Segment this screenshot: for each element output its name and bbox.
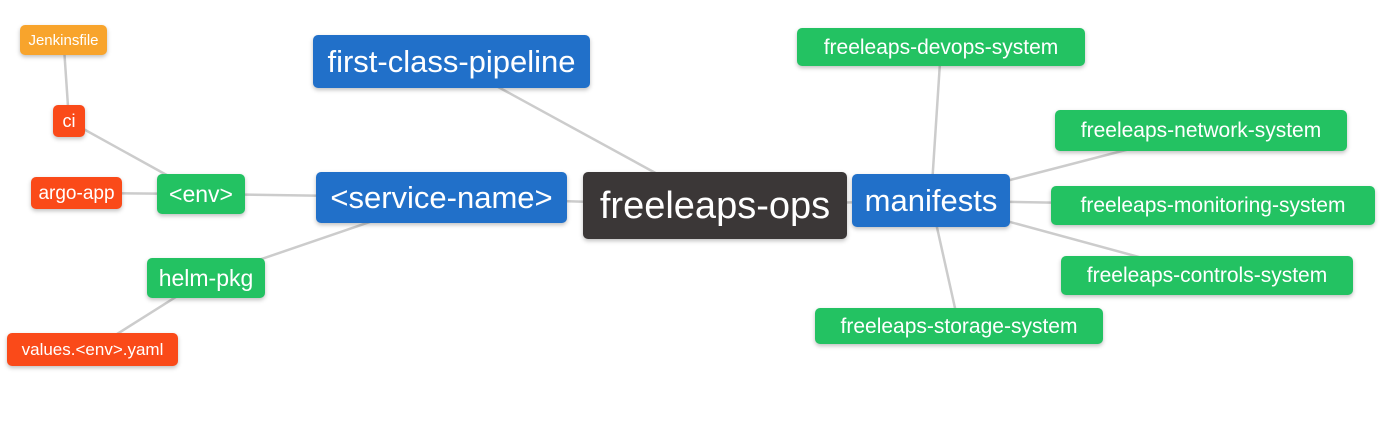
node-label: helm-pkg bbox=[158, 264, 254, 291]
node-jenkinsfile[interactable]: Jenkinsfile bbox=[20, 25, 107, 55]
node-label: Jenkinsfile bbox=[28, 31, 99, 49]
node-ci[interactable]: ci bbox=[53, 105, 85, 137]
node-label: argo-app bbox=[38, 182, 115, 204]
node-freeleaps-devops-system[interactable]: freeleaps-devops-system bbox=[797, 28, 1085, 66]
node-label: freeleaps-devops-system bbox=[823, 35, 1059, 59]
node-label: ci bbox=[62, 111, 76, 131]
node-label: freeleaps-network-system bbox=[1080, 119, 1322, 142]
node-first-class-pipeline[interactable]: first-class-pipeline bbox=[313, 35, 590, 88]
node-label: values.<env>.yaml bbox=[21, 340, 164, 359]
node-freeleaps-ops[interactable]: freeleaps-ops bbox=[583, 172, 847, 239]
node-label: freeleaps-controls-system bbox=[1086, 264, 1328, 287]
node-freeleaps-monitoring-system[interactable]: freeleaps-monitoring-system bbox=[1051, 186, 1375, 225]
node-label: first-class-pipeline bbox=[327, 44, 576, 79]
node-manifests[interactable]: manifests bbox=[852, 174, 1010, 227]
node-values-env-yaml[interactable]: values.<env>.yaml bbox=[7, 333, 178, 366]
node-freeleaps-storage-system[interactable]: freeleaps-storage-system bbox=[815, 308, 1103, 344]
node-env[interactable]: <env> bbox=[157, 174, 245, 214]
node-label: manifests bbox=[864, 183, 998, 218]
node-freeleaps-controls-system[interactable]: freeleaps-controls-system bbox=[1061, 256, 1353, 295]
node-service-name[interactable]: <service-name> bbox=[316, 172, 567, 223]
node-helm-pkg[interactable]: helm-pkg bbox=[147, 258, 265, 298]
node-label: freeleaps-ops bbox=[599, 184, 831, 227]
node-label: <env> bbox=[169, 180, 233, 207]
node-label: freeleaps-monitoring-system bbox=[1080, 194, 1346, 217]
node-label: freeleaps-storage-system bbox=[840, 314, 1078, 338]
node-argo-app[interactable]: argo-app bbox=[31, 177, 122, 209]
node-freeleaps-network-system[interactable]: freeleaps-network-system bbox=[1055, 110, 1347, 151]
node-label: <service-name> bbox=[330, 180, 553, 215]
